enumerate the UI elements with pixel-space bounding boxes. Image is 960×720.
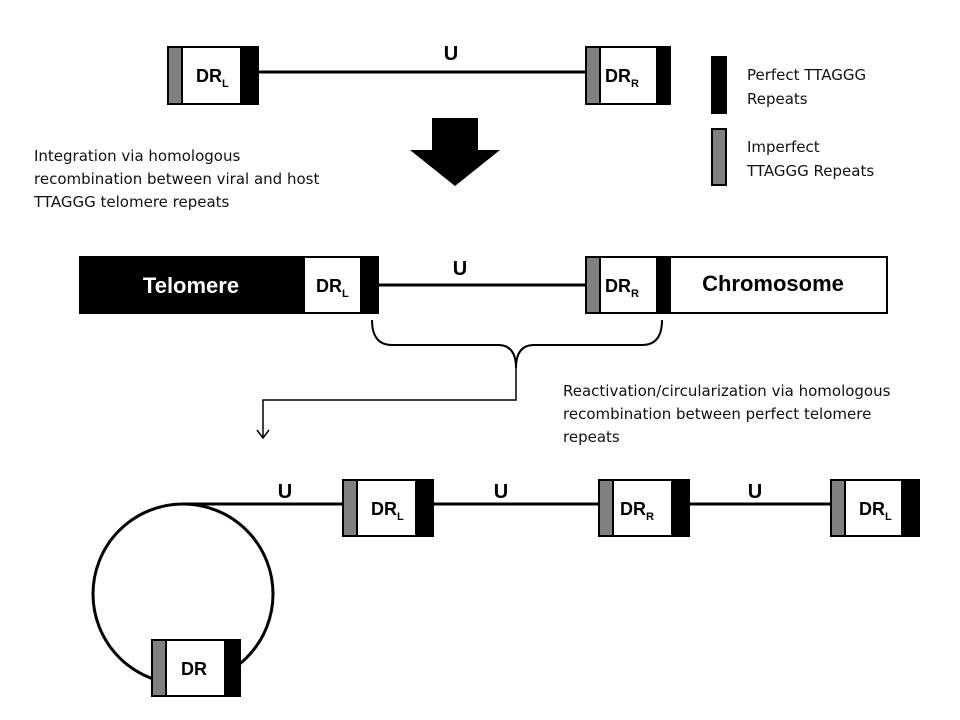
integration-caption: Integration via homologous recombination…	[33, 147, 319, 211]
dr-left-box: DRL	[167, 46, 259, 105]
circular-genome: DR	[91, 502, 344, 697]
concatemer: U U U DRL DRR DRL	[278, 479, 920, 537]
svg-text:TTAGGG telomere repeats: TTAGGG telomere repeats	[33, 193, 230, 211]
legend-imperfect-line2: TTAGGG Repeats	[746, 162, 874, 180]
u-label: U	[444, 43, 458, 65]
legend-perfect-line1: Perfect TTAGGG	[747, 66, 866, 84]
perfect-repeat-block	[656, 257, 670, 313]
svg-text:Reactivation/circularization v: Reactivation/circularization via homolog…	[563, 382, 891, 400]
elbow-arrow-line	[262, 368, 517, 438]
legend: Perfect TTAGGG Repeats Imperfect TTAGGG …	[711, 56, 874, 186]
perfect-repeat-block	[901, 480, 919, 536]
arrow-head-icon	[256, 429, 270, 440]
dr-left-label: DRL	[371, 499, 404, 523]
imperfect-repeat-block	[598, 479, 614, 537]
imperfect-repeat-block	[830, 479, 846, 537]
svg-text:recombination between perfect: recombination between perfect telomere	[563, 405, 871, 423]
dr-right-box: DRR	[598, 479, 690, 537]
dr-left-label: DRL	[859, 499, 892, 523]
perfect-repeat-block	[240, 47, 258, 104]
reactivation-caption: Reactivation/circularization via homolog…	[563, 382, 891, 446]
svg-text:recombination between viral an: recombination between viral and host	[34, 170, 319, 188]
down-arrow-icon	[410, 118, 500, 186]
imperfect-repeat-block	[167, 46, 183, 105]
telomere-label: Telomere	[143, 273, 239, 298]
legend-perfect-swatch	[711, 56, 727, 114]
dr-right-label: DRR	[620, 499, 654, 523]
u-label: U	[278, 481, 292, 503]
svg-text:Integration via homologous: Integration via homologous	[34, 147, 240, 165]
integrated-genome: U Telomere DRL DRR Chromosome	[79, 256, 888, 314]
dr-right-label: DRR	[605, 66, 639, 90]
dr-left-box: DRL	[830, 479, 920, 537]
perfect-repeat-block	[224, 640, 240, 696]
svg-text:repeats: repeats	[563, 428, 620, 446]
dr-left-inner	[305, 258, 360, 312]
dr-circle-box: DR	[151, 639, 241, 697]
curly-brace	[371, 319, 663, 369]
imperfect-repeat-block	[342, 479, 358, 537]
perfect-repeat-block	[671, 480, 689, 536]
u-label: U	[453, 258, 467, 280]
imperfect-repeat-block	[151, 639, 167, 697]
dr-right-label: DRR	[605, 276, 639, 300]
dr-right-box: DRR	[585, 46, 671, 105]
imperfect-repeat-block	[585, 256, 601, 314]
perfect-repeat-block	[415, 480, 433, 536]
chromosome-label: Chromosome	[702, 271, 844, 296]
u-label: U	[494, 481, 508, 503]
dr-left-label: DRL	[196, 66, 229, 90]
legend-perfect-line2: Repeats	[747, 90, 808, 108]
dr-left-box: DRL	[342, 479, 434, 537]
dr-label: DR	[181, 659, 207, 679]
legend-imperfect-line1: Imperfect	[747, 138, 820, 156]
legend-imperfect-swatch	[711, 128, 727, 186]
perfect-repeat-block	[656, 47, 670, 104]
telomere-box: Telomere DRL	[79, 256, 379, 314]
imperfect-repeat-block	[585, 46, 601, 105]
chromosome-box: DRR Chromosome	[585, 256, 888, 314]
viral-genome-linear: U DRL DRR	[167, 43, 671, 105]
dr-left-label: DRL	[316, 276, 349, 300]
u-label: U	[748, 481, 762, 503]
